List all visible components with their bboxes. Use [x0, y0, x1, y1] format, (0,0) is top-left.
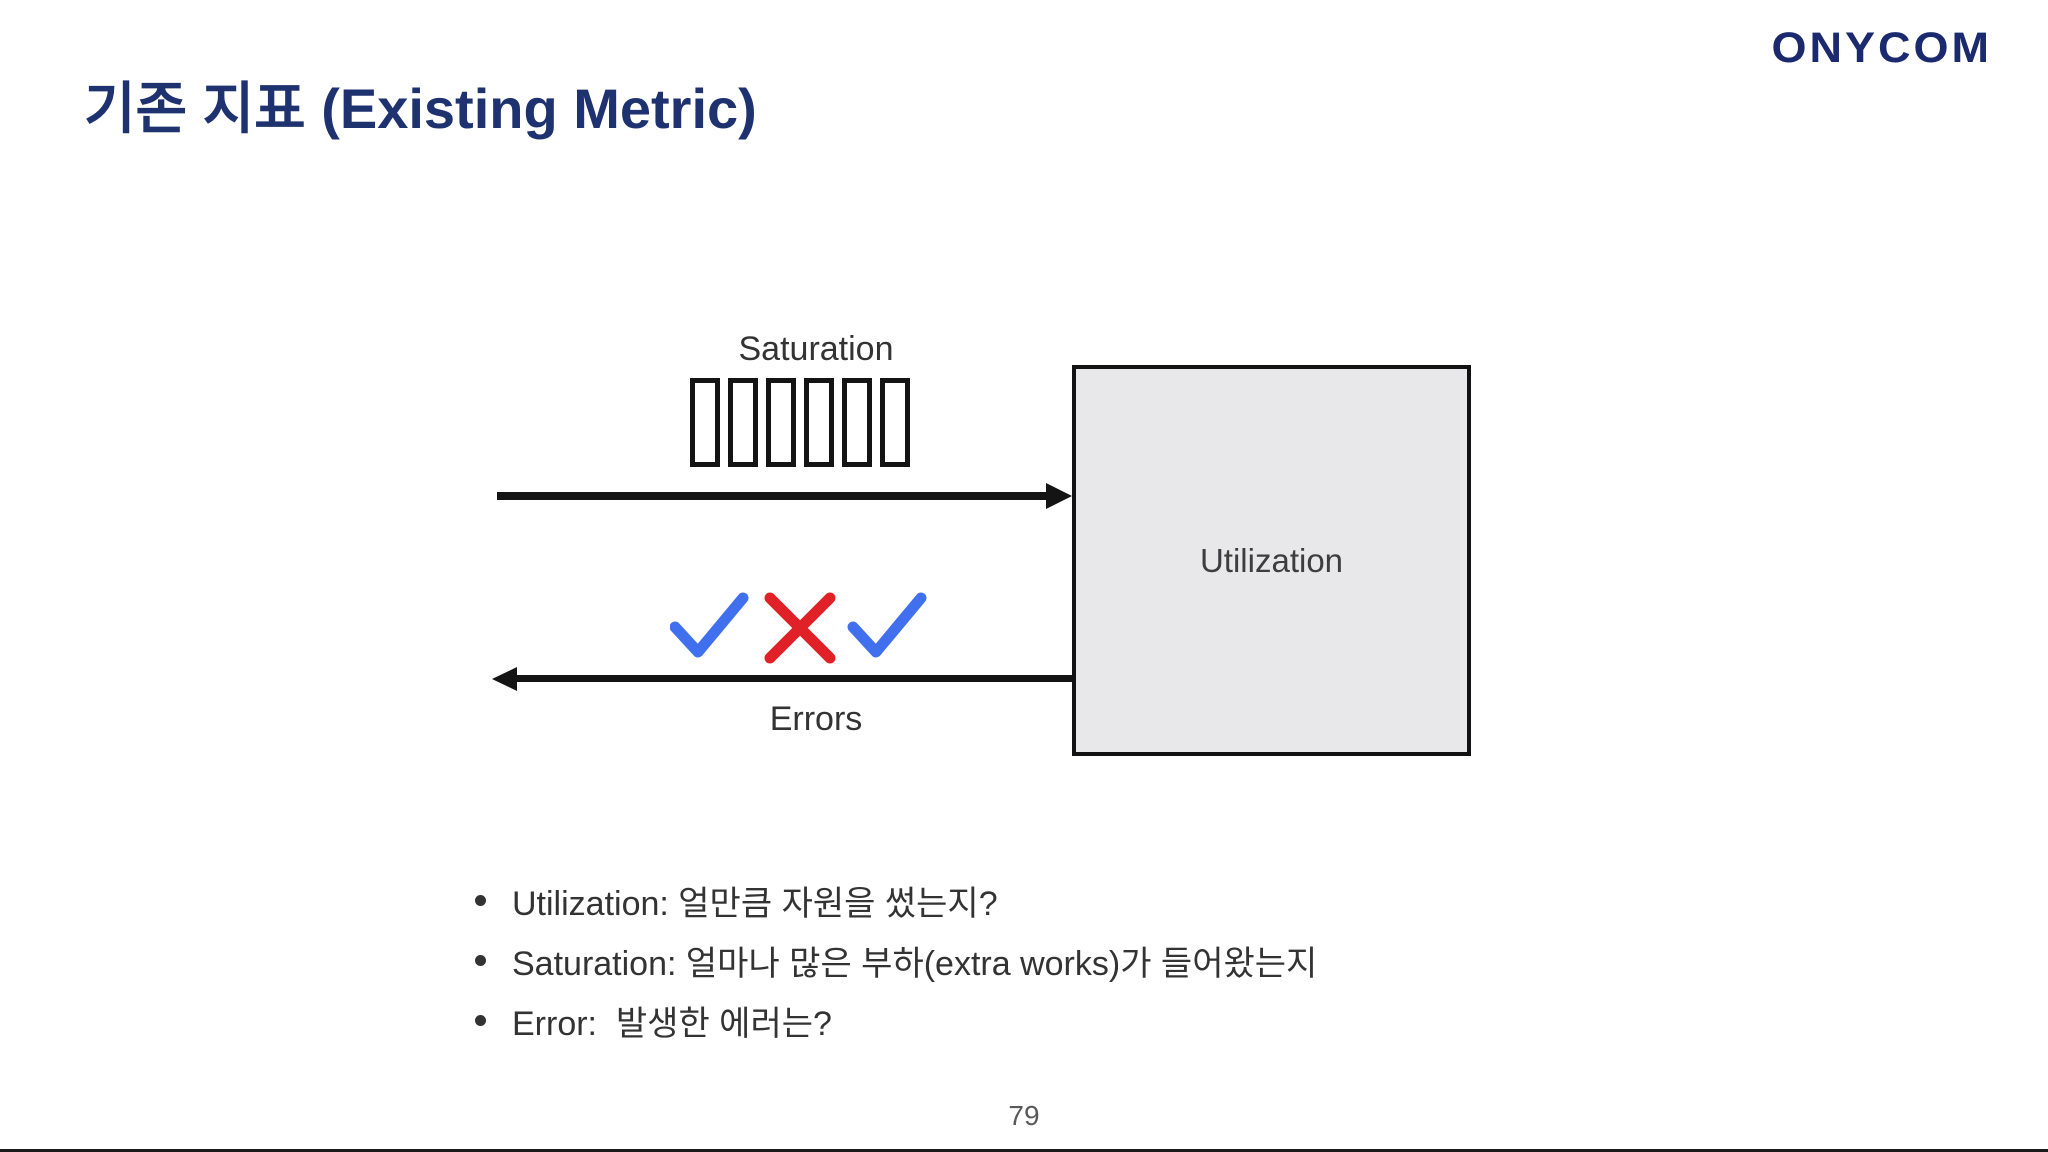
queue-slot	[690, 378, 720, 467]
utilization-label: Utilization	[1199, 541, 1344, 579]
bullet-text: Utilization: 얼만큼 자원을 썼는지?	[512, 884, 998, 923]
queue-slot	[728, 378, 758, 467]
result-marks	[670, 592, 927, 664]
saturation-label: Saturation	[738, 330, 894, 368]
outbound-arrow-head-icon	[492, 667, 517, 691]
inbound-arrow-line	[497, 492, 1048, 500]
check-icon	[847, 592, 927, 658]
page-title: 기존 지표 (Existing Metric)	[84, 77, 757, 140]
errors-label: Errors	[769, 700, 863, 738]
queue-slot	[766, 378, 796, 467]
bullet-list: Utilization: 얼만큼 자원을 썼는지? Saturation: 얼마…	[475, 870, 1317, 1050]
bullet-text: Error: 발생한 에러는?	[512, 1004, 832, 1043]
saturation-queue	[690, 378, 910, 467]
onycom-logo: ONYCOM	[1771, 23, 1992, 72]
bullet-item: Saturation: 얼마나 많은 부하(extra works)가 들어왔는…	[475, 930, 1317, 990]
utilization-box: Utilization	[1072, 365, 1471, 756]
inbound-arrow-head-icon	[1046, 483, 1072, 509]
outbound-arrow-line	[515, 675, 1072, 682]
bullet-item: Error: 발생한 에러는?	[475, 990, 1317, 1050]
bullet-dot	[475, 954, 486, 966]
bullet-dot	[475, 1014, 486, 1026]
queue-slot	[880, 378, 910, 467]
bullet-dot	[475, 894, 486, 906]
check-icon	[670, 592, 749, 658]
queue-slot	[842, 378, 872, 467]
queue-slot	[804, 378, 834, 467]
bullet-text: Saturation: 얼마나 많은 부하(extra works)가 들어왔는…	[512, 944, 1318, 983]
page-number: 79	[1008, 1100, 1040, 1131]
bottom-edge-strip	[0, 1149, 2048, 1152]
cross-icon	[764, 592, 836, 664]
bullet-item: Utilization: 얼만큼 자원을 썼는지?	[475, 870, 1317, 930]
